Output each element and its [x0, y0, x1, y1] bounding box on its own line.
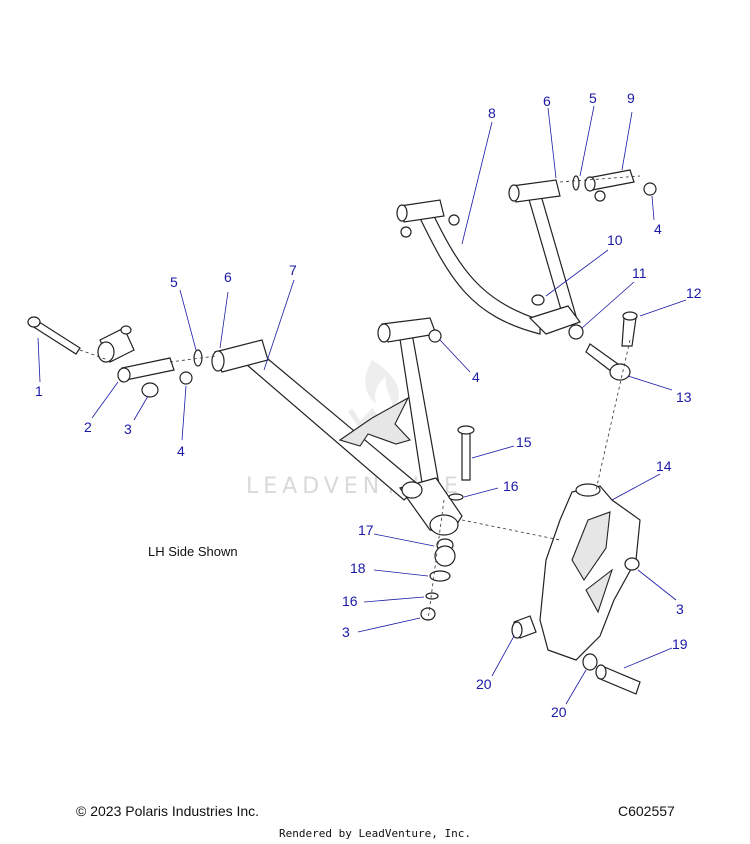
callout-20-left: 20: [476, 676, 492, 692]
bushing-4-left: [179, 371, 193, 385]
callout-5-upper: 5: [589, 90, 597, 106]
callout-12: 12: [686, 285, 702, 301]
bushing-upper-a: [594, 190, 606, 202]
callout-4-upper: 4: [654, 221, 662, 237]
washer-16-top: [448, 493, 464, 501]
bushing-upper-b: [448, 214, 460, 226]
callout-3: 3: [124, 421, 132, 437]
pivot-pin-9: [584, 169, 635, 192]
callout-2: 2: [84, 419, 92, 435]
callout-11: 11: [632, 265, 647, 281]
callout-13: 13: [676, 389, 692, 405]
nut-3-bottom: [420, 607, 436, 621]
callout-16: 16: [503, 478, 519, 494]
bushing-4-upper: [643, 182, 657, 196]
bolt-15: [457, 425, 475, 481]
ball-joint-17: [434, 538, 456, 567]
bushing-3-left: [141, 382, 159, 398]
bushing-20-right: [582, 653, 598, 671]
bushing-4-mid: [428, 329, 442, 343]
callout-7: 7: [289, 262, 297, 278]
callout-3-right: 3: [676, 601, 684, 617]
bushing-11: [568, 324, 584, 340]
spindle-14: [539, 483, 641, 661]
upper-a-arm: [396, 179, 581, 335]
bolt-1: [27, 316, 81, 355]
bushing-upper-c: [400, 226, 412, 238]
callout-3-lower: 3: [342, 624, 350, 640]
callout-16-lower: 16: [342, 593, 358, 609]
callout-19: 19: [672, 636, 688, 652]
callout-5: 5: [170, 274, 178, 290]
tie-rod-end-13: [585, 343, 631, 381]
bolt-12: [621, 311, 638, 347]
callout-17: 17: [358, 522, 374, 538]
callout-1: 1: [35, 383, 43, 399]
leader-lines: [37, 105, 687, 705]
side-note: LH Side Shown: [148, 544, 238, 559]
callout-18: 18: [350, 560, 366, 576]
callout-9: 9: [627, 90, 635, 106]
assembly-lines: [79, 175, 641, 621]
callout-15: 15: [516, 434, 532, 450]
bushing-20-left: [511, 615, 537, 639]
diagram-code: C602557: [618, 803, 675, 819]
callout-labels: 1 2 3 4 5 6 7 8 6 5 9 4 10 11 12 13 4 14…: [35, 90, 702, 720]
pivot-pin-2: [117, 357, 175, 383]
callout-4-mid: 4: [472, 369, 480, 385]
callout-8: 8: [488, 105, 496, 121]
copyright-text: © 2023 Polaris Industries Inc.: [76, 803, 260, 819]
snap-ring-18: [429, 570, 451, 582]
lower-a-arm: [211, 317, 463, 536]
rendered-by-text: Rendered by LeadVenture, Inc.: [278, 827, 472, 840]
washer-5-upper: [572, 175, 580, 191]
pin-19: [595, 664, 641, 695]
callout-20-right: 20: [551, 704, 567, 720]
washer-16-bottom: [425, 592, 439, 600]
callout-6: 6: [224, 269, 232, 285]
shock-bushing: [97, 325, 135, 363]
callout-14: 14: [656, 458, 672, 474]
callout-4: 4: [177, 443, 185, 459]
callout-6-upper: 6: [543, 93, 551, 109]
callout-10: 10: [607, 232, 623, 248]
